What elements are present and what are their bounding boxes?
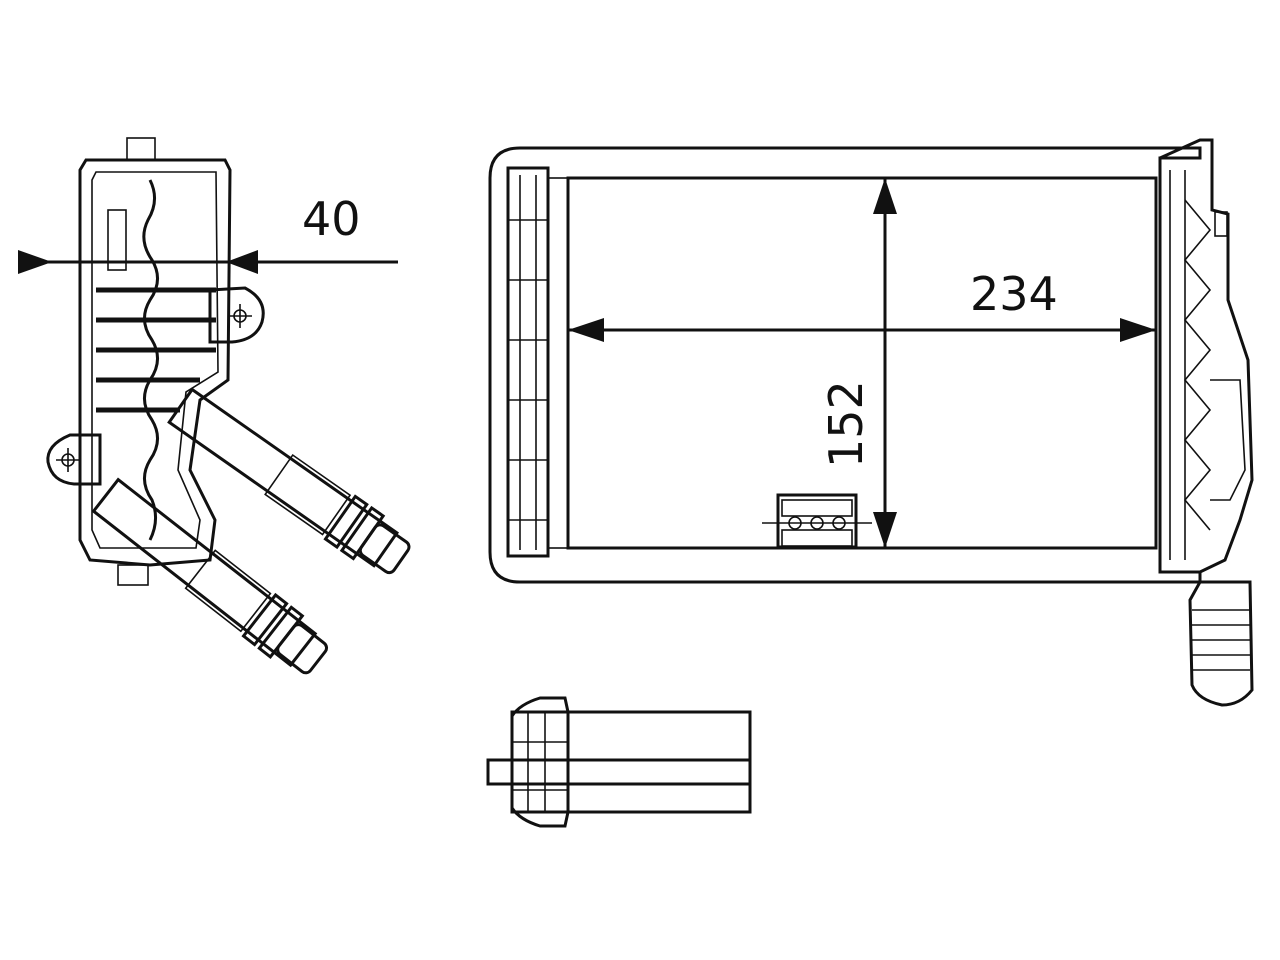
depth-arrow-left <box>18 250 52 274</box>
bottom-tab <box>117 564 149 586</box>
lower-pipe-clamp <box>184 549 272 633</box>
depth-dimension: 40 <box>18 192 398 274</box>
left-tank-ribs <box>508 175 548 550</box>
section-detail <box>486 696 752 828</box>
tank-ribs <box>96 287 216 413</box>
upper-pipe-clamp <box>264 453 352 536</box>
sensor-block <box>776 493 858 549</box>
lower-pipe <box>91 477 329 675</box>
depth-arrow-right <box>226 250 258 274</box>
right-tank-ribs <box>1169 170 1246 560</box>
core-opening <box>566 176 1158 550</box>
depth-label: 40 <box>302 192 361 246</box>
left-tank <box>506 166 550 558</box>
width-arrow-left <box>568 318 604 342</box>
height-label: 152 <box>819 380 873 468</box>
front-view: 234 152 <box>488 138 1254 707</box>
section-outline <box>510 696 752 828</box>
tank-inner-outline <box>91 171 219 549</box>
height-arrow-top <box>873 178 897 214</box>
tank-outline <box>78 158 232 567</box>
top-tab <box>126 137 156 161</box>
mounting-ear-right <box>208 286 265 344</box>
right-tank <box>1158 138 1254 574</box>
center-seam <box>142 179 159 541</box>
mounting-ear-left <box>46 433 102 486</box>
outlet-pipe <box>1188 580 1254 707</box>
height-arrow-bottom <box>873 512 897 548</box>
width-label: 234 <box>970 267 1058 321</box>
core-frame <box>488 146 1202 584</box>
width-dimension: 234 <box>568 267 1156 342</box>
outlet-pipe-rings <box>1192 609 1250 671</box>
marking-block <box>107 209 127 271</box>
upper-pipe <box>167 387 411 575</box>
height-dimension: 152 <box>819 178 897 548</box>
width-arrow-right <box>1120 318 1156 342</box>
side-view: 40 <box>18 137 411 675</box>
